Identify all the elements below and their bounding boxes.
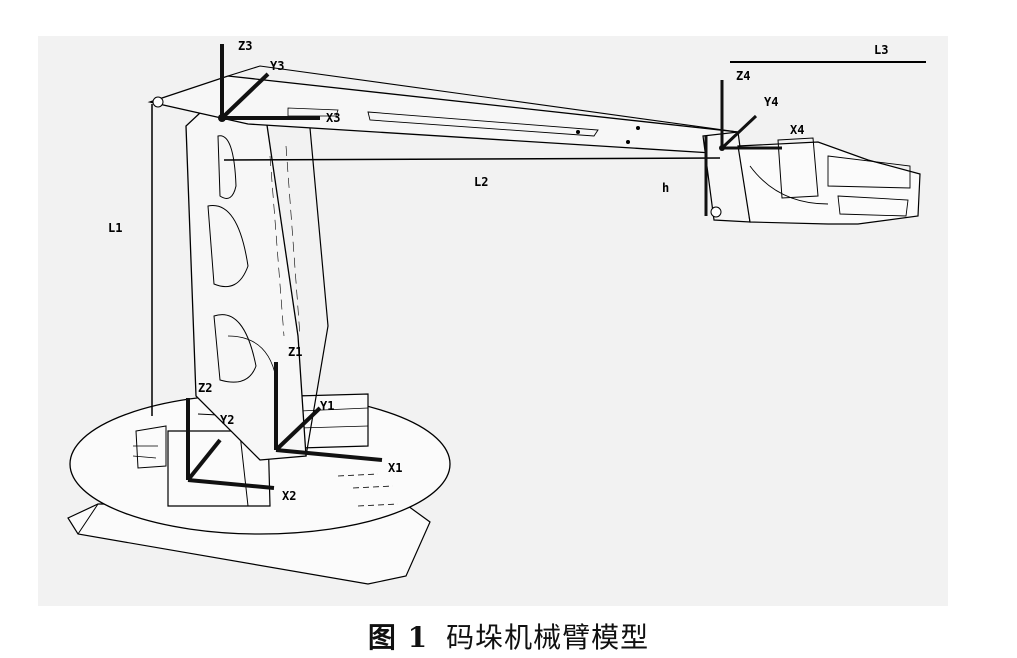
l2-label: L2 [474,175,488,189]
x3-label: X3 [326,111,340,125]
z4-label: Z4 [736,69,750,83]
y2-axis [186,438,222,482]
l3-label: L3 [874,43,888,57]
l2-dimension-line [223,157,721,161]
z2-label: Z2 [198,381,212,395]
x2-axis [187,478,275,490]
y3-label: Y3 [270,59,284,73]
y1-label: Y1 [320,399,334,413]
h-label: h [662,181,669,195]
figure-caption: 图 1 码垛机械臂模型 [0,616,1017,656]
y4-label: Y4 [764,95,778,109]
z1-label: Z1 [288,345,302,359]
x2-label: X2 [282,489,296,503]
figure-title: 码垛机械臂模型 [446,621,650,654]
figure-panel: Z3 Y3 X3 Z4 Y4 X4 Z1 Y1 X1 Z2 Y2 X2 L1 L… [38,36,948,606]
y3-axis [220,72,270,120]
x1-label: X1 [388,461,402,475]
y2-label: Y2 [220,413,234,427]
z3-label: Z3 [238,39,252,53]
x4-label: X4 [790,123,804,137]
y1-axis [274,406,322,452]
l1-label: L1 [108,221,122,235]
figure-number: 图 1 [367,621,429,654]
x1-axis [275,448,383,462]
gripper [737,141,921,225]
y4-axis [720,114,758,150]
robot-arm-diagram: Z3 Y3 X3 Z4 Y4 X4 Z1 Y1 X1 Z2 Y2 X2 L1 L… [67,39,926,585]
